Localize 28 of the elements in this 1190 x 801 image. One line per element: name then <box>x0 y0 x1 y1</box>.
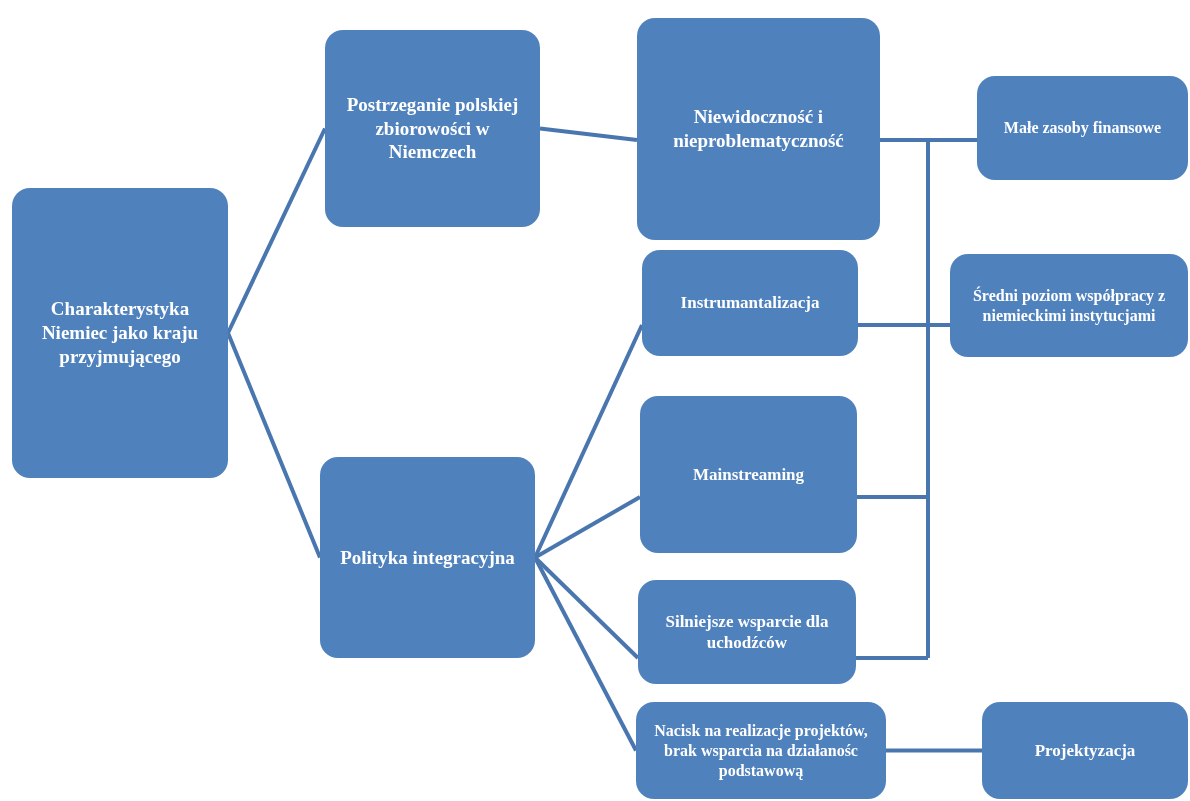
bracket-connector <box>854 138 979 660</box>
box-label: Charakterystyka Niemiec jako kraju przyjmującego <box>40 297 200 369</box>
box-label: Niewidoczność i nieproblematyczność <box>672 105 845 153</box>
topic-box <box>950 254 1188 357</box>
connector-line <box>886 748 982 753</box>
topic-box <box>638 580 856 684</box>
box-label: Nacisk na realizacje projektów, brak wsparcia na działanośc podstawową <box>653 720 869 781</box>
topic-box <box>325 30 540 227</box>
topic-box <box>642 250 858 356</box>
connector-line <box>539 126 638 142</box>
box-label: Instrumantalizacja <box>680 292 820 314</box>
topic-box <box>982 702 1188 799</box>
box-label: Mainstreaming <box>692 463 805 486</box>
box-label: Postrzeganie polskiej zbiorowości w Niemczech <box>345 92 520 165</box>
topic-box <box>640 396 857 553</box>
topic-box <box>636 702 886 799</box>
box-label: Silniejsze wsparcie dla uchodźców <box>664 610 830 654</box>
topic-box <box>637 18 880 240</box>
topic-box <box>12 188 228 478</box>
box-label: Małe zasoby finansowe <box>1003 118 1162 138</box>
box-label: Polityka integracyjna <box>340 545 515 570</box>
box-label: Projektyzacja <box>1034 739 1136 762</box>
topic-box <box>320 457 535 658</box>
connector-line <box>226 332 322 559</box>
connector-line <box>534 495 641 560</box>
topic-box <box>977 76 1188 180</box>
box-label: Średni poziom współpracy z niemieckimi instytucjami <box>971 285 1167 326</box>
connector-line <box>226 127 327 334</box>
